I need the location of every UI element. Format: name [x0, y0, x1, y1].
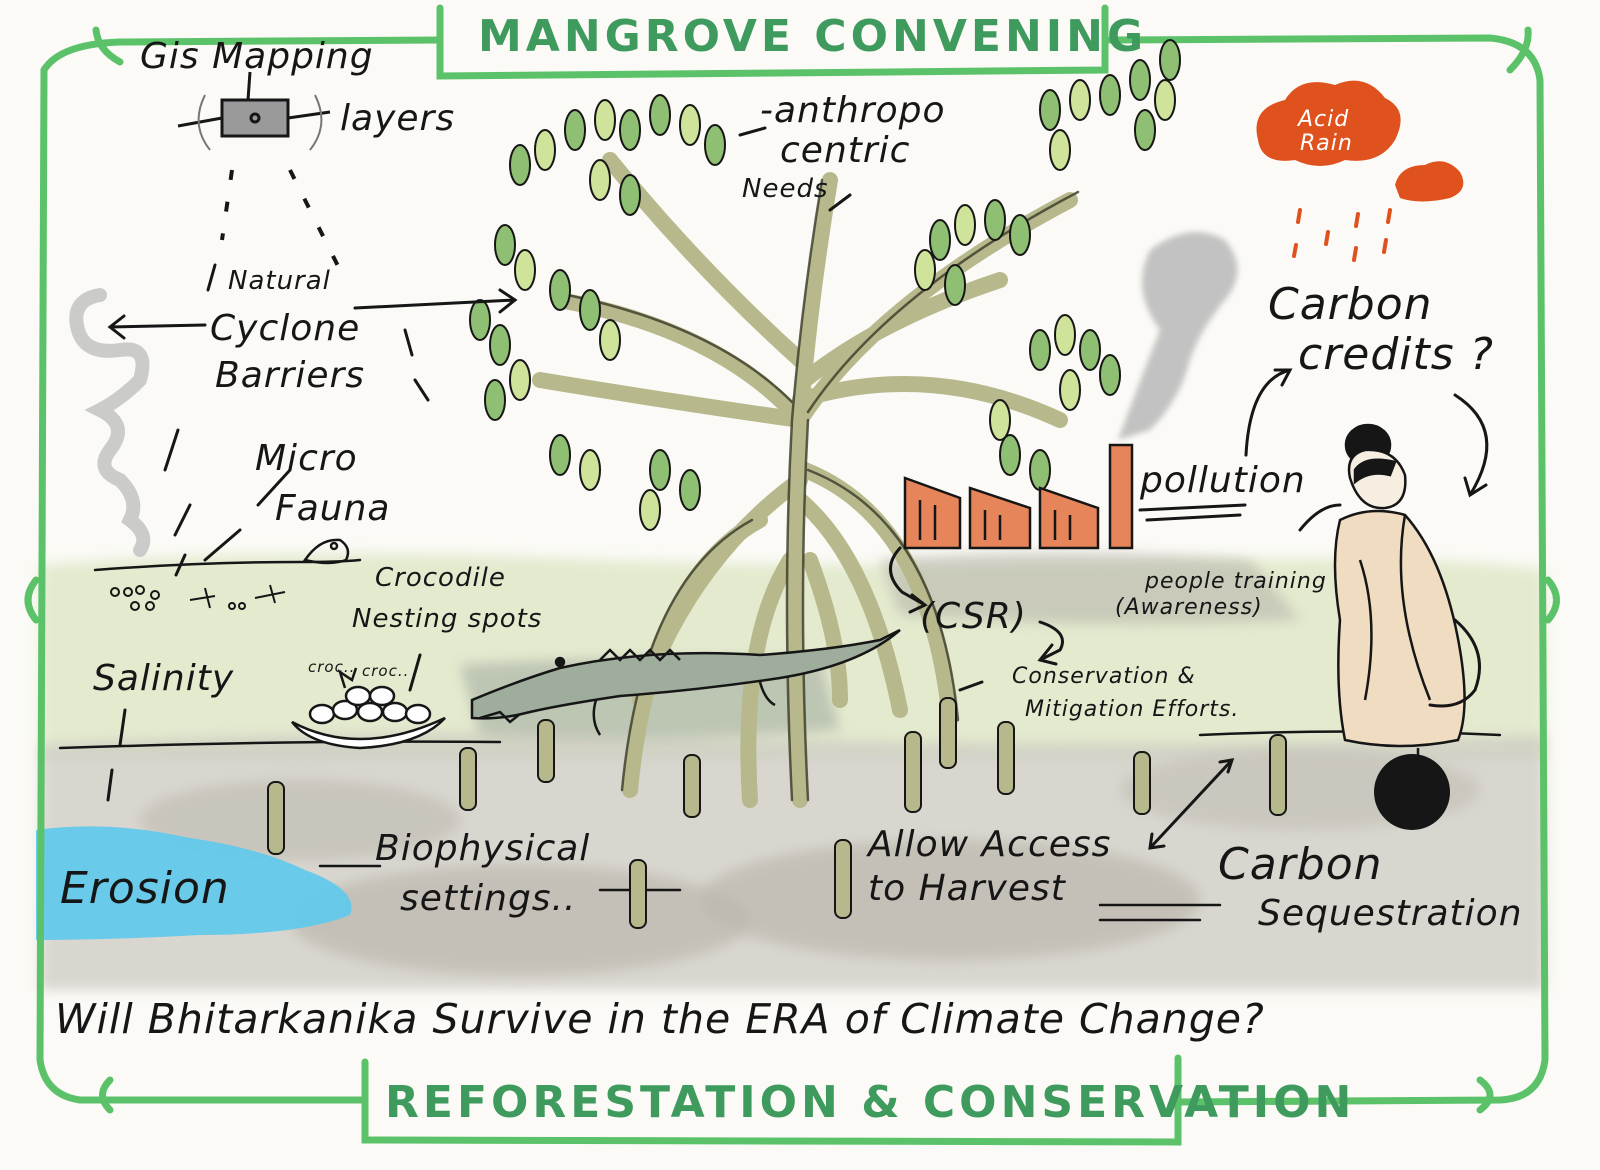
micro-fauna-dots — [110, 584, 286, 611]
label-fauna: Fauna — [275, 488, 391, 529]
footer-title: REFORESTATION & CONSERVATION — [385, 1077, 1356, 1128]
label-barriers: Barriers — [215, 355, 366, 396]
label-nesting-spots: Nesting spots — [352, 604, 543, 634]
label-csr: (CSR) — [920, 596, 1027, 637]
label-mitigation: Mitigation Efforts. — [1025, 697, 1240, 722]
seedling-posts — [267, 697, 1287, 929]
label-crocodile: Crocodile — [375, 563, 506, 593]
mangrove-leaves — [469, 39, 1181, 531]
label-erosion: Erosion — [60, 863, 230, 914]
label-salinity: Salinity — [93, 658, 235, 699]
label-croc-sound-1: croc.. — [308, 658, 356, 676]
label-carbon-credits-2: credits ? — [1298, 329, 1495, 380]
label-carbon-credits-1: Carbon — [1268, 279, 1433, 330]
label-rain: Rain — [1300, 131, 1353, 156]
mangrove-tree — [532, 152, 1080, 808]
label-settings: settings.. — [400, 878, 577, 919]
label-centric: centric — [780, 130, 911, 171]
connector-arrows — [106, 126, 1489, 850]
label-croc-sound-2: croc.. — [362, 662, 410, 680]
label-allow-access: Allow Access — [868, 824, 1112, 865]
acid-rain-cloud-icon — [1256, 80, 1464, 262]
satellite-icon — [177, 71, 342, 271]
label-cyclone: Cyclone — [210, 308, 361, 349]
frog-icon — [302, 538, 350, 565]
label-natural: Natural — [228, 266, 331, 296]
label-pollution: pollution — [1140, 460, 1306, 501]
factory-icon — [903, 443, 1134, 550]
label-sequestration: Sequestration — [1258, 893, 1523, 934]
label-micro: Micro — [255, 438, 358, 479]
carbon-ball-icon — [1374, 754, 1450, 830]
page-title: MANGROVE CONVENING — [478, 11, 1148, 62]
label-anthropo: -anthropo — [760, 90, 946, 131]
cyclone-swirl-icon — [69, 288, 151, 557]
label-awareness: (Awareness) — [1115, 595, 1263, 620]
page-frame — [24, 4, 1560, 1146]
label-needs: Needs — [742, 174, 829, 204]
label-carbon-seq-1: Carbon — [1218, 839, 1383, 890]
label-biophysical: Biophysical — [375, 828, 591, 869]
label-conservation: Conservation & — [1012, 664, 1196, 689]
erosion-water — [36, 826, 352, 940]
woman-figure-icon — [1333, 423, 1466, 762]
crocodile-icon — [470, 628, 901, 736]
label-gis-layers: layers — [340, 98, 456, 139]
smoke-icon — [1118, 232, 1238, 440]
main-question: Will Bhitarkanika Survive in the ERA of … — [55, 995, 1265, 1043]
label-people-training: people training — [1145, 569, 1327, 594]
nest-icon — [291, 667, 446, 750]
label-gis-mapping: Gis Mapping — [140, 36, 374, 77]
label-to-harvest: to Harvest — [868, 868, 1066, 909]
label-acid: Acid — [1298, 107, 1350, 132]
